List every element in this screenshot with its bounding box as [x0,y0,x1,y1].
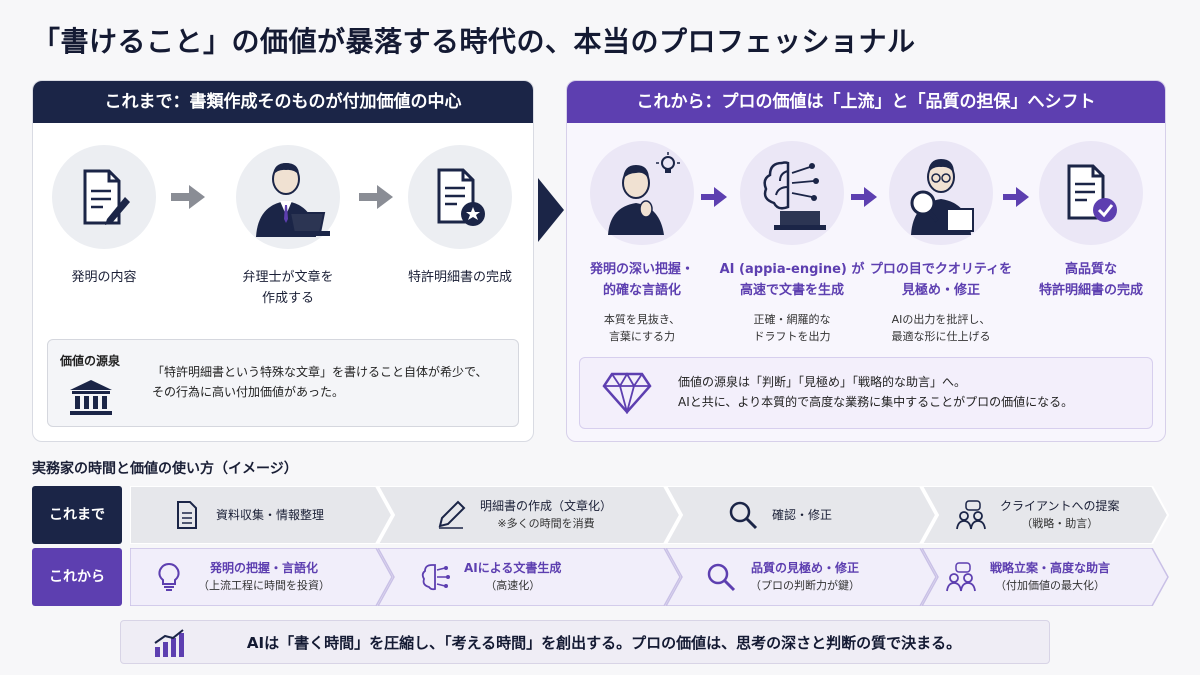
step-sub-text: 正確・網羅的な ドラフトを出力 [753,313,831,343]
before-chevron-row [130,486,1170,544]
before-panel-header: これまで：書類作成そのものが付加価値の中心 [33,81,533,123]
after-panel: これから：プロの価値は「上流」と「品質の担保」へシフト 発明の深い把握・ 的確な… [566,80,1166,442]
value-source-box: 価値の源泉 「特許明細書という特殊な文章」を書けること自体が希少で、 その行為に… [47,339,519,427]
magnifier-icon [707,563,736,592]
lightbulb-icon [158,562,180,591]
step-sub-text: 本質を見抜き、 言葉にする力 [603,313,681,343]
after-chevron-1 [130,548,393,606]
new-value-source-box: 価値の源泉は「判断」「見極め」「戦略的な助言」へ。 AIと共に、より本質的で高度… [579,357,1153,429]
conclusion-banner: AIは「書く時間」を圧縮し、「考える時間」を創出する。プロの価値は、思考の深さと… [120,620,1050,664]
step-high-quality-patent: 高品質な 特許明細書の完成 [1023,141,1159,301]
transition-arrow-icon [538,178,564,242]
ai-brain-laptop-icon [740,141,844,245]
before-step-4: クライアントへの提案（戦略・助言） [956,486,1120,544]
before-panel: これまで：書類作成そのものが付加価値の中心 発明の内容 [32,80,534,442]
pen-icon [438,500,466,529]
value-source-title: 価値の源泉 [60,354,121,368]
step-label: 高品質な 特許明細書の完成 [1038,262,1143,298]
before-chevron-1 [130,486,394,544]
step-label: 特許明細書の完成 [407,270,512,285]
before-chevron-3 [664,486,938,544]
after-step-2: AIによる文書生成（高速化） [420,548,561,606]
step-invention-content: 発明の内容 [49,145,159,288]
bank-icon [70,380,112,415]
step-attorney-writes: 弁理士が文章を 作成する [213,145,363,309]
magnifier-icon [729,501,758,530]
value-source-text: 「特許明細書という特殊な文章」を書けること自体が希少で、 その行為に高い付加価値… [152,365,488,399]
after-chevron-4 [921,548,1169,606]
before-step-2: 明細書の作成（文章化）※多くの時間を消費 [436,486,612,544]
step-label: 弁理士が文章を 作成する [242,270,334,306]
before-step-1: 資料収集・情報整理 [172,486,324,544]
step-deep-understanding: 発明の深い把握・ 的確な言語化 本質を見抜き、 言葉にする力 [577,141,707,345]
before-chevron-2 [376,486,682,544]
before-step-3: 確認・修正 [728,486,832,544]
page-title: 「書けること」の価値が暴落する時代の、本当のプロフェッショナル [32,25,916,58]
after-step-4: 戦略立案・高度な助言（付加価値の最大化） [946,548,1110,606]
after-chevron-row [130,548,1169,606]
consultation-icon [956,500,986,530]
row-label-after: これから [32,548,122,606]
attorney-laptop-icon [236,145,340,249]
diamond-icon [602,372,652,414]
after-chevron-3 [665,548,937,606]
step-label: AI (appia-engine) が 高速で文書を生成 [719,262,865,298]
after-chevron-2 [377,548,681,606]
new-value-source-text: 価値の源泉は「判断」「見極め」「戦略的な助言」へ。 AIと共に、より本質的で高度… [678,375,1074,409]
conclusion-text: AIは「書く時間」を圧縮し、「考える時間」を創出する。プロの価値は、思考の深さと… [246,633,962,652]
timeline-title: 実務家の時間と価値の使い方（イメージ） [32,461,298,477]
step-pro-review: プロの目でクオリティを 見極め・修正 AIの出力を批評し、 最適な形に仕上げる [863,141,1019,345]
growth-chart-icon [154,629,184,657]
row-label-before: これまで [32,486,122,544]
step-patent-complete: 特許明細書の完成 [395,145,525,288]
reviewer-magnifier-icon [889,141,993,245]
step-label: 発明の内容 [71,270,137,285]
step-ai-generate: AI (appia-engine) が 高速で文書を生成 正確・網羅的な ドラフ… [717,141,867,345]
step-sub-text: AIの出力を批評し、 最適な形に仕上げる [891,313,991,343]
gray-arrow-icon [171,185,205,209]
after-step-1: 発明の把握・言語化（上流工程に時間を投資） [154,548,330,606]
consultation-icon [946,562,976,592]
document-check-icon [1039,141,1143,245]
purple-arrow-icon [851,187,877,207]
after-step-3: 品質の見極め・修正（プロの判断力が鍵） [706,548,860,606]
step-label: 発明の深い把握・ 的確な言語化 [589,262,694,298]
step-label: プロの目でクオリティを 見極め・修正 [869,262,1013,298]
before-chevron-4 [920,486,1170,544]
ai-brain-icon [421,564,450,591]
document-star-icon [408,145,512,249]
thinking-person-icon [590,141,694,245]
gray-arrow-icon [359,185,393,209]
after-panel-header: これから：プロの価値は「上流」と「品質の担保」へシフト [567,81,1165,123]
document-icon [177,501,197,529]
purple-arrow-icon [1003,187,1029,207]
document-pen-icon [52,145,156,249]
purple-arrow-icon [701,187,727,207]
